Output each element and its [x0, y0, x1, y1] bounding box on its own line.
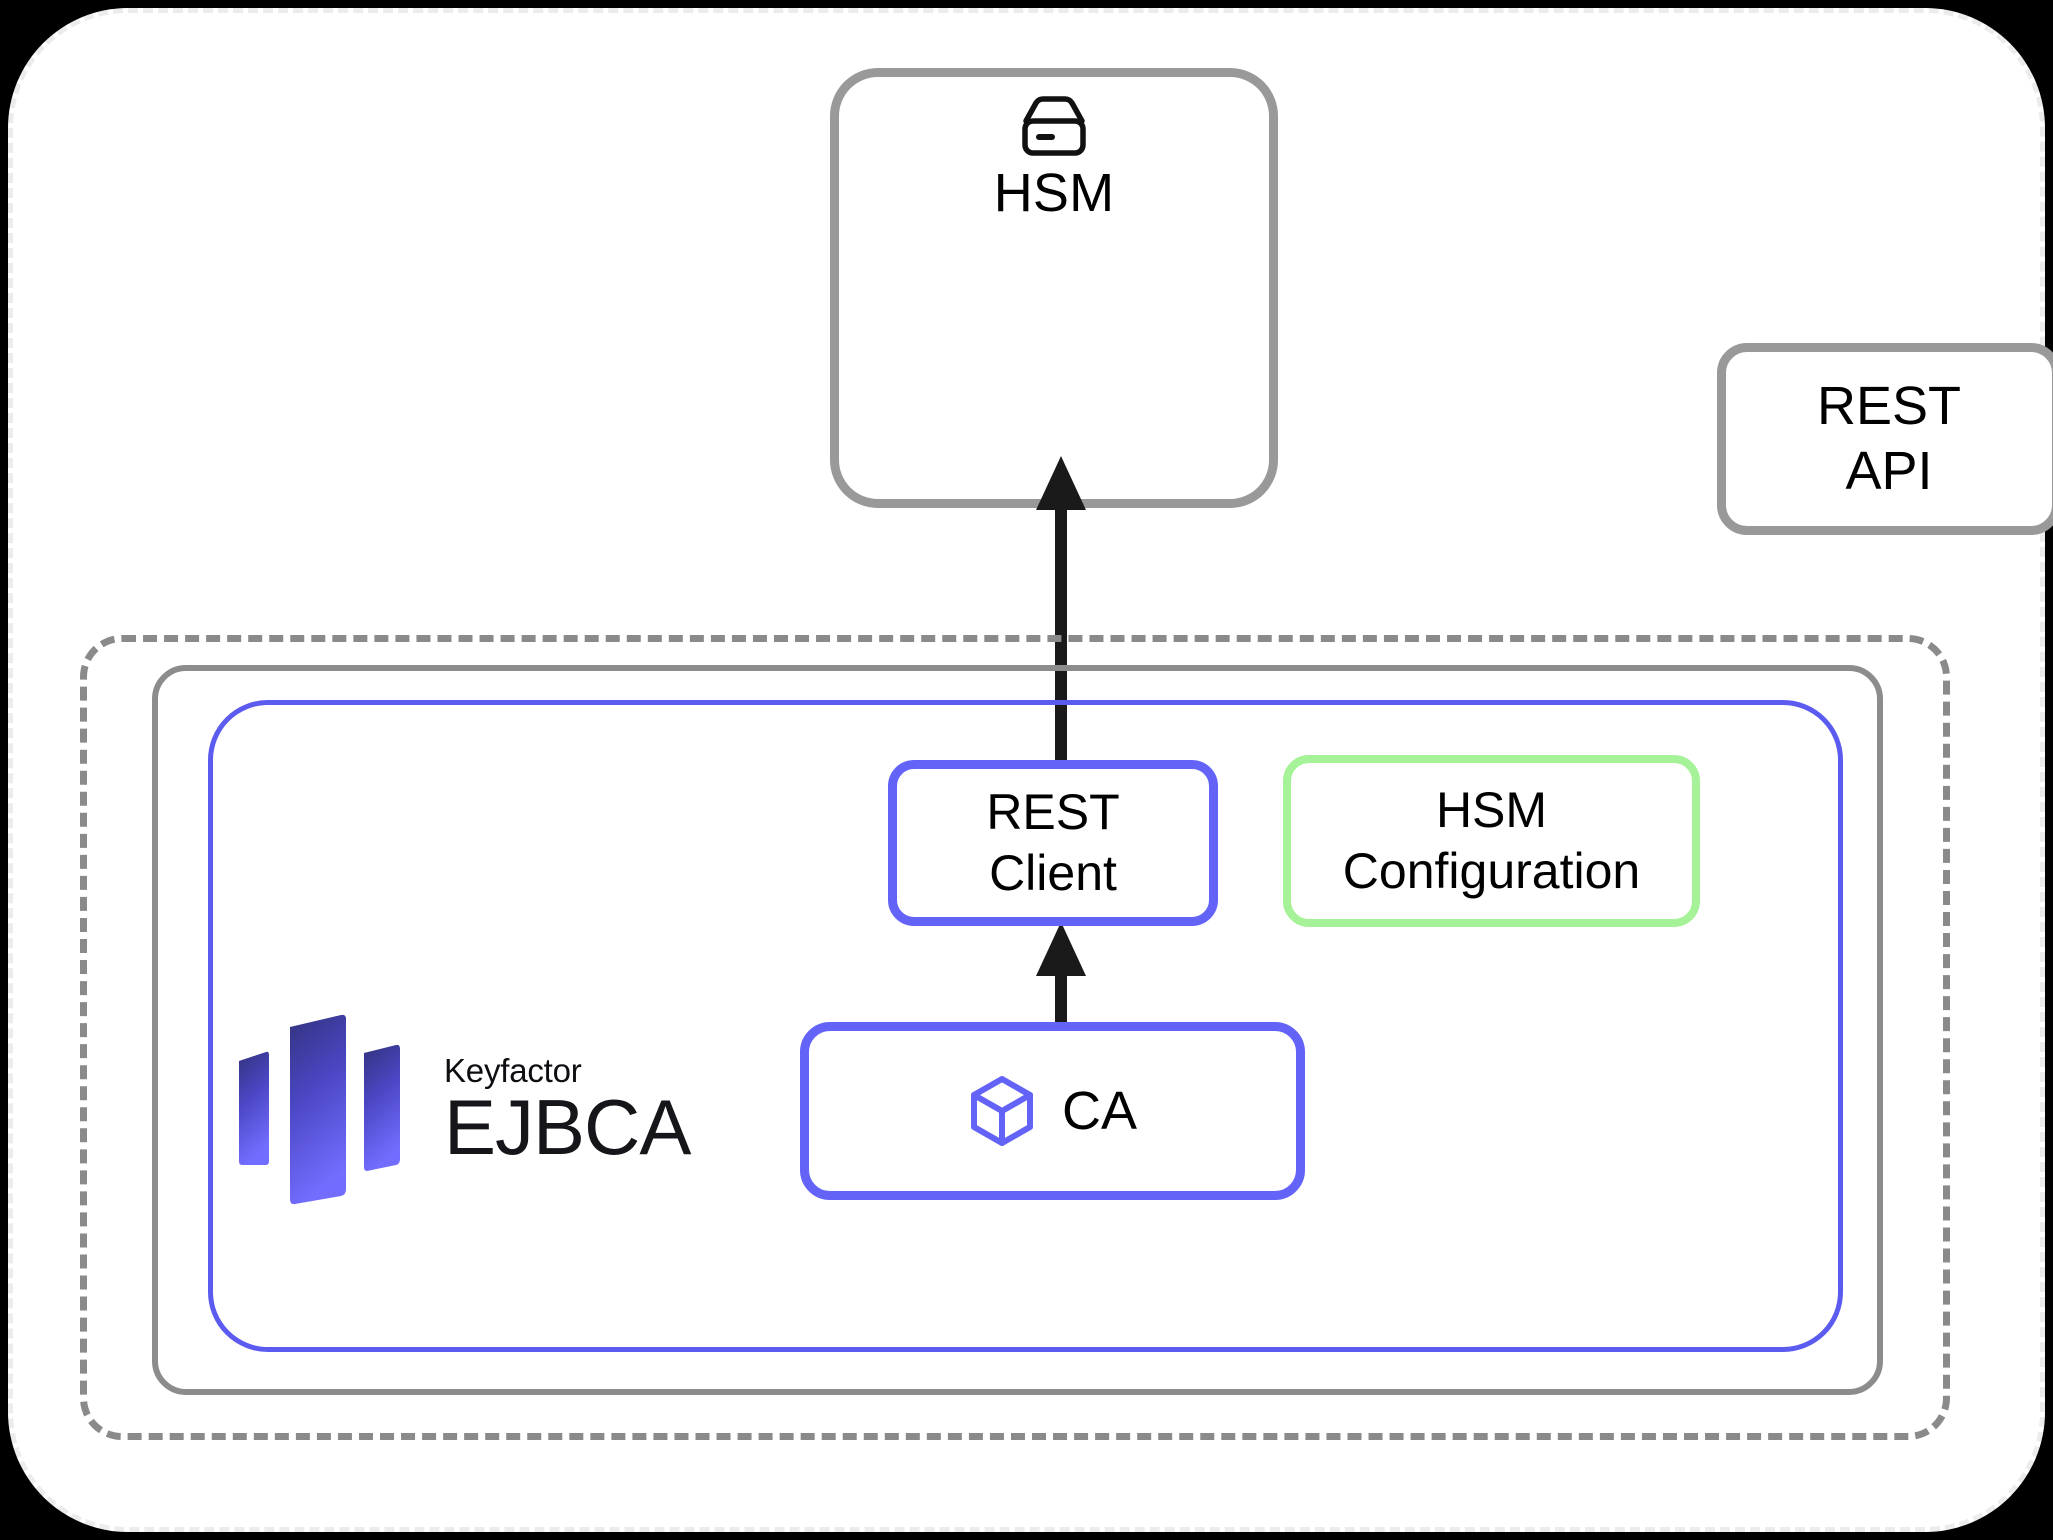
rest-api-line-1: REST	[1816, 376, 1962, 437]
ca-label: CA	[1061, 1081, 1137, 1141]
hsm-configuration-line-2: Configuration	[1342, 843, 1641, 899]
hsm-box[interactable]: HSM REST API	[830, 68, 2053, 535]
deployment-boundary-dashed	[80, 635, 1950, 1440]
rest-client-line-1: REST	[986, 784, 1120, 840]
hard-drive-icon	[1017, 95, 1091, 159]
logo-brand: Keyfactor	[444, 1052, 582, 1090]
rest-client-line-2: Client	[989, 845, 1117, 901]
logo-text: Keyfactor EJBCA	[444, 1052, 691, 1172]
keyfactor-bars-logo-icon	[236, 1013, 416, 1208]
keyfactor-ejbca-logo: Keyfactor EJBCA	[236, 1010, 796, 1210]
rest-client-box[interactable]: REST Client	[888, 760, 1218, 926]
cube-icon	[968, 1076, 1036, 1146]
hsm-configuration-box[interactable]: HSM Configuration	[1283, 755, 1700, 927]
ca-box[interactable]: CA	[800, 1022, 1305, 1200]
ejbca-platform-boundary	[208, 700, 1843, 1352]
hsm-configuration-line-1: HSM	[1435, 782, 1548, 838]
host-boundary-solid	[152, 665, 1883, 1395]
logo-product: EJBCA	[444, 1083, 691, 1172]
rest-api-line-2: API	[1845, 441, 1933, 501]
hsm-title: HSM	[993, 163, 1115, 223]
rest-api-box[interactable]: REST API	[1717, 343, 2053, 535]
